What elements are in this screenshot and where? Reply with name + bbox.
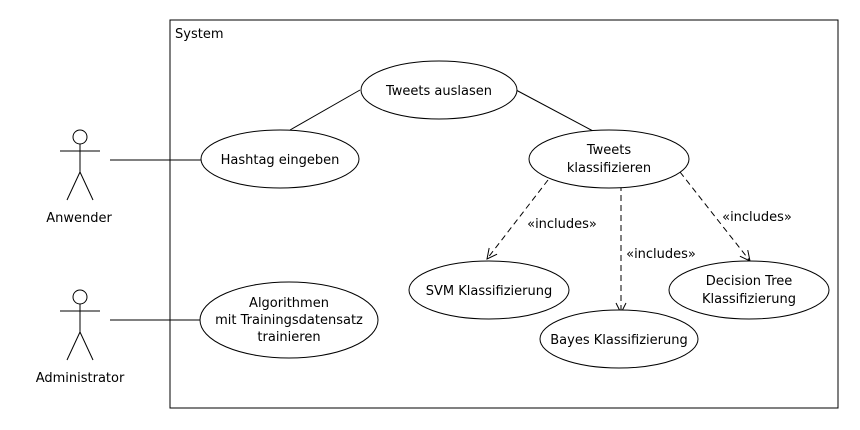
- actor-leg-left: [66, 331, 81, 361]
- usecase-tweets-klassifizieren-line1: Tweets: [586, 143, 632, 158]
- usecase-tweets-auslesen-label: Tweets auslasen: [385, 84, 492, 99]
- usecase-algorithmen-line1: Algorithmen: [249, 296, 329, 311]
- usecase-decision-tree-line2: Klassifizierung: [702, 292, 796, 307]
- actor-head: [72, 129, 88, 145]
- actor-anwender: Anwender: [46, 129, 112, 226]
- usecase-tweets-auslesen: Tweets auslasen: [360, 60, 518, 120]
- usecase-decision-tree-line1: Decision Tree: [706, 274, 793, 289]
- usecase-tweets-klassifizieren: Tweets klassifizieren: [528, 129, 690, 189]
- include-svm-line: [487, 179, 549, 259]
- include-decision-tree-label: «includes»: [722, 210, 792, 225]
- usecase-algorithmen-trainieren: Algorithmen mit Trainingsdatensatz train…: [199, 281, 379, 359]
- usecase-bayes-klassifizierung: Bayes Klassifizierung: [539, 309, 699, 369]
- usecase-algorithmen-line3: trainieren: [257, 330, 320, 345]
- actor-leg-right: [79, 171, 94, 201]
- usecase-hashtag-eingeben: Hashtag eingeben: [200, 129, 360, 189]
- usecase-decision-tree-klassifizierung: Decision Tree Klassifizierung: [668, 260, 830, 320]
- actor-administrator-label: Administrator: [36, 371, 125, 386]
- actor-leg-right: [79, 331, 94, 361]
- actor-leg-left: [66, 171, 81, 201]
- usecase-hashtag-eingeben-label: Hashtag eingeben: [221, 153, 340, 168]
- include-bayes-label: «includes»: [626, 247, 696, 262]
- include-svm-label: «includes»: [527, 217, 597, 232]
- usecase-tweets-klassifizieren-line2: klassifizieren: [567, 161, 651, 176]
- association-hashtag-tweets-auslesen: [289, 89, 361, 131]
- system-label: System: [175, 27, 223, 42]
- usecase-algorithmen-line2: mit Trainingsdatensatz: [215, 313, 363, 328]
- actor-anwender-label: Anwender: [46, 211, 112, 226]
- include-decision-tree-line: [679, 171, 750, 261]
- actor-administrator: Administrator: [36, 289, 125, 386]
- usecase-svm-klassifizierung: SVM Klassifizierung: [408, 260, 570, 320]
- association-tweets-auslesen-klassifizieren: [515, 89, 594, 132]
- usecase-bayes-label: Bayes Klassifizierung: [550, 333, 687, 348]
- usecase-svm-label: SVM Klassifizierung: [426, 284, 552, 299]
- actor-head: [72, 289, 88, 305]
